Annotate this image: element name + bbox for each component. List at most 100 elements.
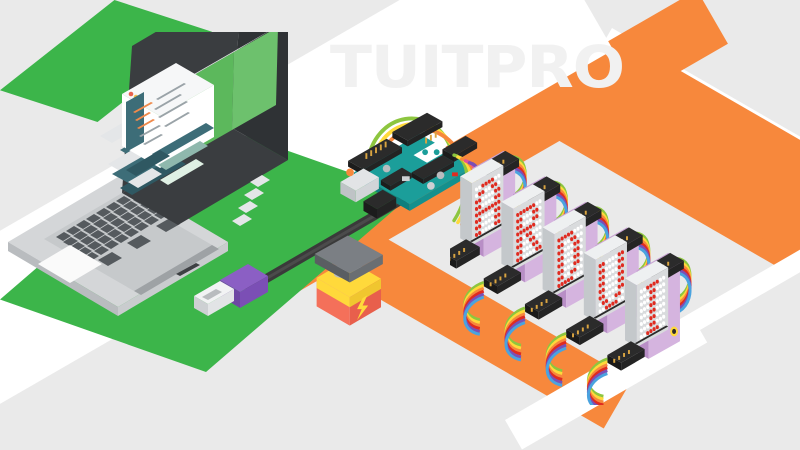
led-on bbox=[560, 282, 564, 286]
led-on bbox=[497, 186, 501, 191]
led-on bbox=[598, 290, 602, 294]
led-on bbox=[614, 293, 618, 298]
screen-code-lines bbox=[133, 83, 190, 145]
led-off bbox=[566, 245, 571, 250]
led-off bbox=[614, 254, 618, 259]
led-on bbox=[519, 217, 523, 222]
led-on bbox=[570, 276, 574, 281]
led-on bbox=[516, 258, 520, 263]
led-off bbox=[639, 289, 643, 294]
led-on bbox=[576, 259, 580, 264]
screen-panel-tab-2 bbox=[108, 150, 144, 171]
led-off bbox=[532, 248, 536, 253]
led-on bbox=[497, 193, 501, 198]
arduino-power-jack bbox=[363, 189, 397, 219]
led-off bbox=[535, 233, 539, 238]
led-on bbox=[598, 270, 602, 275]
led-on bbox=[494, 188, 498, 193]
module-bottom-connector bbox=[504, 290, 563, 362]
led-on bbox=[560, 243, 564, 247]
led-off bbox=[662, 314, 666, 319]
led-off bbox=[658, 303, 663, 308]
led-off bbox=[646, 324, 650, 329]
led-off bbox=[604, 260, 609, 265]
led-off bbox=[655, 286, 659, 291]
led-on bbox=[655, 325, 659, 330]
screen-panel-lower-5 bbox=[128, 168, 162, 188]
led-on bbox=[478, 198, 482, 203]
led-off bbox=[611, 282, 615, 287]
led-matrix-module[interactable] bbox=[586, 252, 692, 405]
led-on bbox=[652, 314, 656, 319]
led-on bbox=[478, 211, 482, 216]
led-off bbox=[655, 312, 659, 317]
led-on bbox=[516, 252, 520, 256]
led-on bbox=[557, 258, 561, 262]
led-off bbox=[490, 190, 495, 195]
led-off bbox=[642, 300, 647, 305]
led-on bbox=[478, 231, 482, 235]
led-off bbox=[566, 271, 571, 276]
led-on bbox=[478, 205, 482, 209]
led-on bbox=[557, 284, 561, 288]
led-on bbox=[532, 216, 536, 221]
led-off bbox=[538, 205, 542, 210]
led-on bbox=[617, 291, 621, 296]
led-off bbox=[525, 252, 529, 257]
led-off bbox=[646, 292, 650, 297]
led-on bbox=[573, 241, 577, 246]
led-grid bbox=[639, 275, 666, 339]
led-on bbox=[608, 303, 612, 308]
led-on bbox=[535, 246, 539, 251]
led-on bbox=[494, 195, 498, 200]
screen-sidebar bbox=[126, 92, 144, 152]
led-off bbox=[639, 296, 643, 300]
led-on bbox=[652, 327, 656, 332]
led-off bbox=[608, 271, 612, 276]
led-on bbox=[601, 275, 605, 279]
led-on bbox=[519, 211, 523, 215]
led-on bbox=[494, 221, 498, 226]
led-on bbox=[614, 299, 618, 304]
led-off bbox=[576, 265, 580, 270]
led-on bbox=[525, 233, 529, 238]
led-off bbox=[497, 173, 501, 178]
led-off bbox=[484, 220, 488, 225]
led-off bbox=[484, 194, 488, 199]
led-on bbox=[478, 224, 482, 229]
led-on bbox=[497, 212, 501, 217]
led-on bbox=[525, 207, 529, 212]
led-on bbox=[481, 190, 485, 194]
led-on bbox=[570, 269, 574, 274]
led-on bbox=[490, 177, 495, 182]
led-off bbox=[611, 275, 615, 280]
led-on bbox=[532, 242, 536, 247]
led-off bbox=[563, 267, 567, 272]
led-off bbox=[579, 250, 583, 255]
led-off bbox=[570, 243, 574, 248]
led-on bbox=[646, 285, 650, 290]
led-on bbox=[598, 264, 602, 268]
led-off bbox=[481, 216, 485, 220]
led-on bbox=[576, 246, 580, 251]
led-matrix-module[interactable] bbox=[450, 150, 527, 309]
led-on bbox=[516, 245, 520, 250]
led-grid bbox=[516, 199, 542, 263]
led-off bbox=[484, 188, 488, 193]
led-off bbox=[662, 295, 666, 300]
led-off bbox=[522, 254, 526, 259]
led-on bbox=[519, 237, 523, 241]
led-on bbox=[620, 263, 625, 268]
led-on bbox=[474, 232, 479, 237]
led-off bbox=[655, 318, 659, 323]
led-off bbox=[487, 218, 491, 223]
led-on bbox=[519, 224, 523, 228]
led-off bbox=[658, 316, 663, 321]
led-off bbox=[538, 199, 542, 204]
led-off bbox=[563, 260, 567, 265]
led-off bbox=[662, 288, 666, 293]
led-on bbox=[532, 222, 536, 227]
led-on bbox=[557, 277, 561, 282]
screen-panel-lower-2 bbox=[158, 141, 208, 170]
led-off bbox=[490, 216, 495, 221]
